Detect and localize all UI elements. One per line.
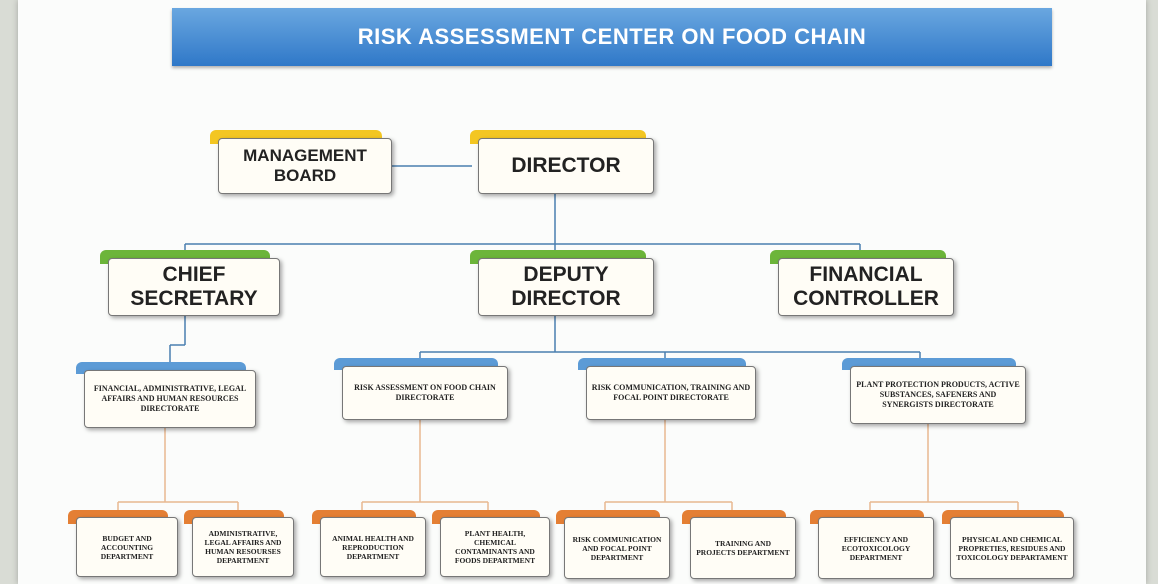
directorate-4-box: PLANT PROTECTION PRODUCTS, ACTIVE SUBSTA… bbox=[850, 366, 1026, 424]
department-7-box: EFFICIENCY AND ECOTOXICOLOGY DEPARTMENT bbox=[818, 517, 934, 579]
financial-controller-box: FINANCIAL CONTROLLER bbox=[778, 258, 954, 316]
directorate-3-box: RISK COMMUNICATION, TRAINING AND FOCAL P… bbox=[586, 366, 756, 420]
chief-secretary-box: CHIEF SECRETARY bbox=[108, 258, 280, 316]
directorate-2-box: RISK ASSESSMENT ON FOOD CHAIN DIRECTORAT… bbox=[342, 366, 508, 420]
deputy-director-box: DEPUTY DIRECTOR bbox=[478, 258, 654, 316]
department-6-box: TRAINING AND PROJECTS DEPARTMENT bbox=[690, 517, 796, 579]
department-3-box: ANIMAL HEALTH AND REPRODUCTION DEPARTMEN… bbox=[320, 517, 426, 577]
management-board-box: MANAGEMENT BOARD bbox=[218, 138, 392, 194]
department-4-box: PLANT HEALTH, CHEMICAL CONTAMINANTS AND … bbox=[440, 517, 550, 577]
department-5-box: RISK COMMUNICATION AND FOCAL POINT DEPAR… bbox=[564, 517, 670, 579]
department-2-box: ADMINISTRATIVE, LEGAL AFFAIRS AND HUMAN … bbox=[192, 517, 294, 577]
director-box: DIRECTOR bbox=[478, 138, 654, 194]
directorate-1-box: FINANCIAL, ADMINISTRATIVE, LEGAL AFFAIRS… bbox=[84, 370, 256, 428]
page-title: RISK ASSESSMENT CENTER ON FOOD CHAIN bbox=[172, 8, 1052, 66]
department-1-box: BUDGET AND ACCOUNTING DEPARTMENT bbox=[76, 517, 178, 577]
department-8-box: PHYSICAL AND CHEMICAL PROPRETIES, RESIDU… bbox=[950, 517, 1074, 579]
